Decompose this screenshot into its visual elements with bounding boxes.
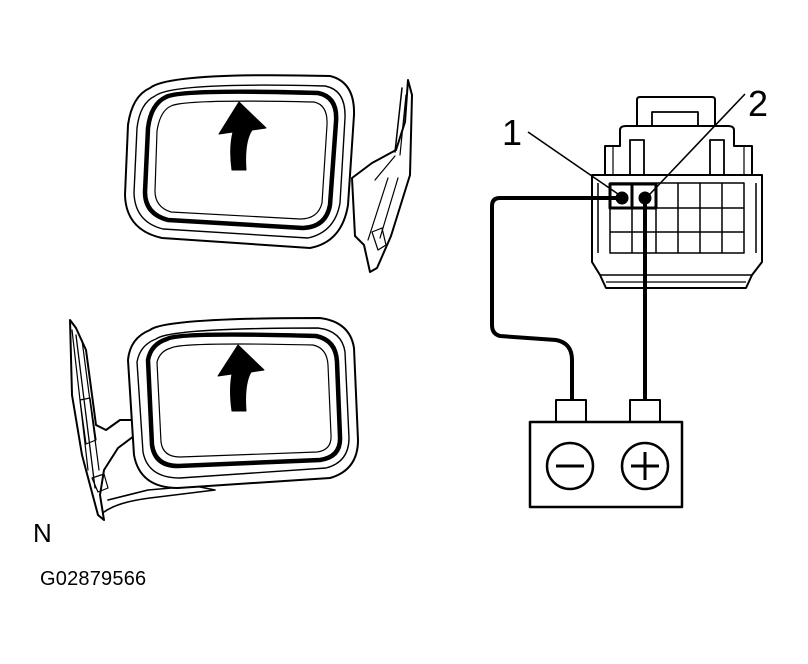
lower-mirror-glass (145, 332, 343, 469)
terminal-2-probe-tip (638, 191, 652, 205)
lower-mirror (69, 317, 359, 521)
figure-code: G02879566 (40, 568, 147, 590)
battery-negative-post (555, 399, 587, 423)
lower-mirror-tilt-arrow-icon (217, 344, 265, 412)
terminal-1-probe-tip (615, 191, 629, 205)
negative-lead-wire (490, 196, 624, 404)
label-2-leader (649, 93, 746, 195)
label-leaders (527, 93, 746, 195)
battery-positive-post (629, 399, 661, 423)
label-1-leader (527, 131, 619, 195)
connector-cavity-grid (597, 182, 757, 254)
upper-mirror-mount-arm (351, 79, 413, 273)
upper-mirror (124, 74, 413, 273)
battery (528, 399, 684, 509)
upper-mirror-tilt-arrow-icon (218, 101, 267, 171)
mirror-connector (591, 96, 763, 289)
battery-case (528, 420, 684, 509)
terminal-2-label: 2 (748, 83, 768, 124)
view-indicator-letter: N (33, 518, 52, 548)
upper-mirror-glass (142, 89, 339, 231)
test-leads (490, 191, 652, 404)
negative-terminal-icon (545, 441, 595, 491)
positive-terminal-icon (620, 441, 670, 491)
terminal-1-label: 1 (502, 112, 522, 153)
